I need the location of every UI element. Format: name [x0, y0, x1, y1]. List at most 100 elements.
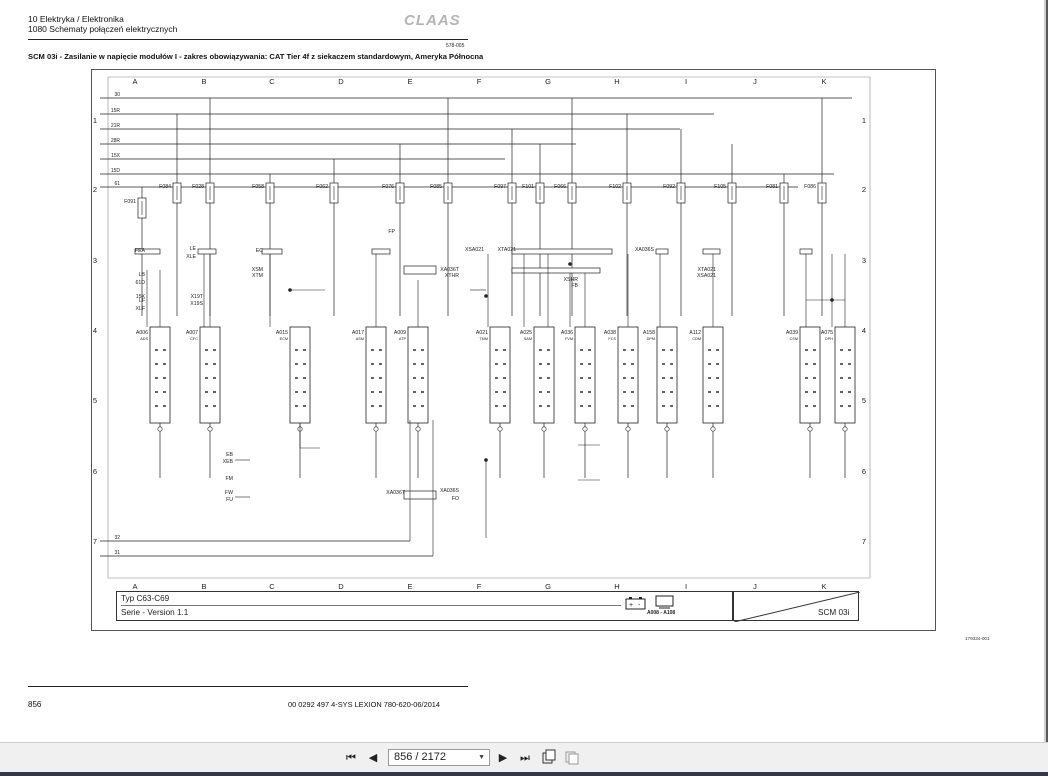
- connector-label: FEA: [135, 248, 146, 254]
- brand-logo: CLAAS: [404, 12, 461, 29]
- last-page-icon[interactable]: ⏭: [520, 752, 530, 764]
- connector-bar: [799, 248, 813, 255]
- column-label: B: [201, 77, 206, 86]
- column-label: C: [269, 582, 275, 591]
- page-selector[interactable]: 856 / 2172 ▼: [388, 749, 490, 766]
- junction-dot: [568, 262, 572, 266]
- module-id: A158: [643, 330, 655, 336]
- row-label: 4: [862, 326, 866, 335]
- connector-label: XA036T: [440, 267, 460, 273]
- module-box: [199, 326, 221, 424]
- connector-bar: [134, 248, 161, 255]
- module-id: A007: [186, 330, 198, 336]
- bus-label: 21R: [111, 123, 121, 129]
- svg-text:-: -: [638, 602, 641, 609]
- connector-label: XTA021: [698, 267, 716, 273]
- fit-width-icon[interactable]: [564, 749, 580, 767]
- subsection-title: 1080 Schematy połączeń elektrycznych: [28, 24, 178, 34]
- fuse-label: F086: [804, 184, 816, 190]
- column-label: K: [821, 582, 826, 591]
- column-label: J: [753, 582, 757, 591]
- ground-point: [373, 426, 379, 432]
- column-label: H: [614, 77, 619, 86]
- fuse-label: F076: [382, 184, 394, 190]
- column-label: D: [338, 77, 344, 86]
- row-label: 5: [93, 396, 97, 405]
- connector-bar: [261, 248, 283, 255]
- document-page: 10 Elektryka / Elektronika 1080 Schematy…: [0, 0, 1046, 742]
- module-box: [834, 326, 856, 424]
- title-block: Typ C63-C69 Serie - Version 1.1 +- A008 …: [116, 591, 733, 621]
- ground-point: [807, 426, 813, 432]
- connector-label: XTHR: [445, 273, 459, 279]
- doc-code: 578-005: [446, 43, 465, 49]
- column-label: K: [821, 77, 826, 86]
- title-block-diagonal: [734, 592, 860, 622]
- row-label: 2: [862, 185, 866, 194]
- ground-point: [207, 426, 213, 432]
- svg-text:+: +: [629, 602, 633, 609]
- connector-label: FU: [226, 497, 233, 503]
- module-name: DPH: [825, 337, 833, 341]
- header-rule: [28, 39, 468, 40]
- ground-point: [415, 426, 421, 432]
- fuse-label: F062: [316, 184, 328, 190]
- viewer-toolbar: ⏮ ◀ 856 / 2172 ▼ ▶ ⏭: [0, 742, 1048, 773]
- next-page-icon[interactable]: ▶: [498, 752, 508, 764]
- bus-label: 31: [114, 550, 120, 556]
- footer-rule: [28, 686, 468, 687]
- module-box: [799, 326, 821, 424]
- title-block-divider: [121, 605, 621, 606]
- column-label: D: [338, 582, 344, 591]
- fit-page-icon[interactable]: [541, 749, 557, 767]
- fuse-label: F102: [609, 184, 621, 190]
- column-label: I: [685, 582, 687, 591]
- prev-page-icon[interactable]: ◀: [368, 752, 378, 764]
- title-block-module-range: A008 - A108: [647, 610, 676, 616]
- fuse-label: F058: [252, 184, 264, 190]
- module-id: A021: [476, 330, 488, 336]
- fuse-label: F105: [714, 184, 726, 190]
- connector-label: XSHR: [564, 277, 579, 283]
- module-name: DPM: [647, 337, 655, 341]
- connector-label: X19T: [191, 294, 204, 300]
- module-name: SAM: [524, 337, 532, 341]
- junction-dot: [830, 298, 834, 302]
- page-title: SCM 03i - Zasilanie w napięcie modułów I…: [28, 52, 484, 61]
- bus-label: 15D: [111, 168, 121, 174]
- module-id: A112: [689, 330, 701, 336]
- fuse-label: F081: [766, 184, 778, 190]
- module-name: ADS: [140, 337, 148, 341]
- first-page-icon[interactable]: ⏮: [346, 752, 356, 764]
- page-indicator: 856 / 2172: [394, 751, 446, 763]
- fuse-label: F085: [430, 184, 442, 190]
- module-box: [533, 326, 555, 424]
- ground-point: [541, 426, 547, 432]
- monitor-icon: [655, 595, 674, 609]
- sheet-id: SCM 03i: [818, 608, 850, 617]
- connector-label: EB: [226, 452, 233, 458]
- title-block-series: Serie - Version 1.1: [121, 608, 189, 617]
- footer-doc-id: 00 0292 497 4-SYS LEXION 780-620-06/2014: [288, 700, 441, 709]
- connector-label: XEB: [223, 459, 234, 465]
- column-label: G: [545, 77, 551, 86]
- module-name: FVM: [565, 337, 573, 341]
- row-label: 5: [862, 396, 866, 405]
- ground-point: [157, 426, 163, 432]
- module-box: [289, 326, 311, 424]
- row-label: 1: [93, 116, 97, 125]
- module-name: FCS: [608, 337, 616, 341]
- connector-bar: [403, 490, 437, 500]
- fuse-label: F066: [554, 184, 566, 190]
- bus-label: 15R: [111, 108, 121, 114]
- bus-label: 61: [114, 181, 120, 187]
- column-label: A: [132, 582, 137, 591]
- column-label: E: [407, 77, 412, 86]
- fuse-label: F101: [522, 184, 534, 190]
- column-label: J: [753, 77, 757, 86]
- column-label: F: [477, 582, 482, 591]
- module-name: ECM: [280, 337, 288, 341]
- row-label: 7: [93, 537, 97, 546]
- connector-bar: [403, 265, 437, 275]
- connector-label: XSA021: [465, 247, 484, 253]
